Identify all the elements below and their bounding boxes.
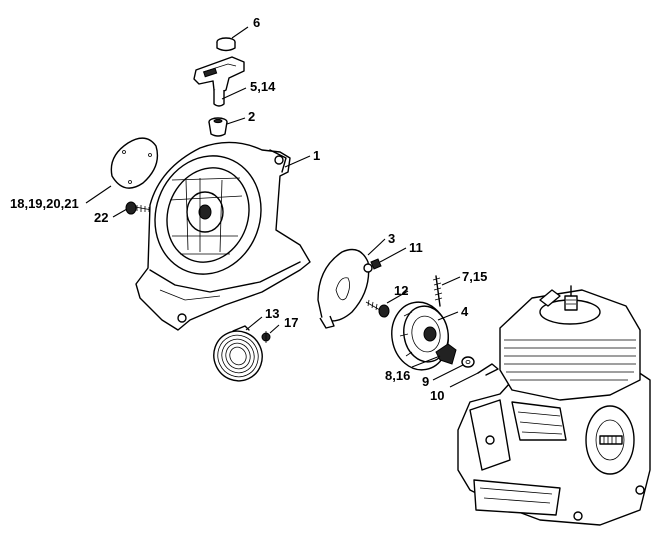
engine-block-part	[457, 285, 651, 526]
rope-bushing-part	[208, 117, 228, 137]
leader-1	[284, 155, 311, 168]
leader-6	[231, 26, 249, 39]
callout-8-16: 8,16	[385, 368, 410, 383]
callout-6: 6	[253, 15, 260, 30]
leader-10	[449, 372, 479, 388]
grip-cap-part	[216, 37, 236, 52]
screw-22-part	[125, 201, 153, 215]
callout-3: 3	[388, 231, 395, 246]
callout-18-19-20-21: 18,19,20,21	[10, 196, 79, 211]
leader-2	[226, 117, 246, 125]
leader-11	[379, 247, 407, 263]
callout-22: 22	[94, 210, 108, 225]
callout-1: 1	[313, 148, 320, 163]
leader-5-14	[221, 87, 247, 100]
callout-7-15: 7,15	[462, 269, 487, 284]
leader-4	[437, 311, 459, 321]
pawl-part	[435, 343, 457, 365]
spring-clip-part	[477, 363, 499, 376]
starter-rope-part	[432, 275, 443, 307]
leader-lines	[85, 26, 479, 388]
leader-7-15	[441, 276, 461, 286]
screw-12-part	[365, 299, 390, 318]
starter-grip-part	[193, 56, 245, 107]
screw-11-part	[370, 258, 382, 270]
carrier-disc-part	[317, 248, 373, 329]
callout-12: 12	[394, 283, 408, 298]
rewind-spring-part	[213, 325, 263, 382]
cover-plate-part	[110, 137, 159, 189]
leader-8-16	[411, 355, 441, 368]
callout-17: 17	[284, 315, 298, 330]
leader-17	[269, 324, 280, 334]
leader-18-21	[85, 185, 112, 204]
callout-5-14: 5,14	[250, 79, 276, 94]
screw-17-part	[261, 331, 271, 343]
callout-13: 13	[265, 306, 279, 321]
callout-9: 9	[422, 374, 429, 389]
leader-12	[386, 290, 409, 304]
callout-labels: 6 5,14 2 1 18,19,20,21 22 3 11 7,15 12 4…	[10, 15, 487, 403]
leader-9	[432, 364, 464, 381]
callout-2: 2	[248, 109, 255, 124]
washer-part	[461, 356, 475, 368]
leader-13	[245, 316, 263, 331]
fan-housing-part	[135, 141, 311, 331]
callout-10: 10	[430, 388, 444, 403]
callout-4: 4	[461, 304, 469, 319]
rope-rotor-part	[391, 301, 449, 371]
leader-3	[367, 238, 386, 256]
callout-11: 11	[409, 240, 423, 255]
leader-22	[112, 208, 128, 218]
